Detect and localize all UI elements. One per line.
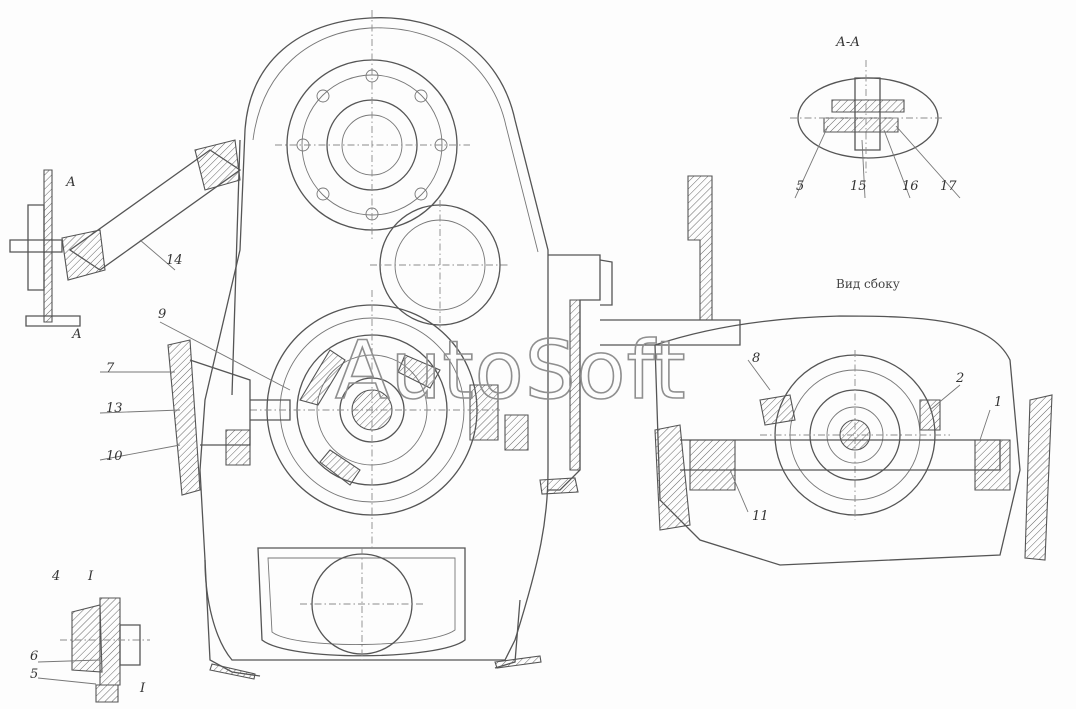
upper-gear — [275, 10, 470, 240]
callout-10: 10 — [106, 449, 123, 464]
callout-15: 15 — [850, 179, 867, 194]
leader-lines — [99, 239, 991, 513]
callout-13: 13 — [106, 401, 123, 416]
section-mark-a-top: А — [65, 175, 76, 190]
callout-9: 9 — [158, 307, 166, 322]
callout-5-section: 5 — [796, 179, 804, 194]
detail-i-mark: I — [87, 569, 94, 584]
detail-i-mark-bottom: I — [139, 681, 146, 696]
section-a-a — [790, 60, 961, 199]
callout-1: 1 — [994, 395, 1002, 410]
right-lever — [539, 175, 741, 495]
callout-2: 2 — [955, 371, 964, 386]
lower-clutch-assembly — [250, 290, 529, 548]
left-lever-rod — [9, 139, 242, 396]
detail-i — [37, 597, 150, 703]
left-bracket — [167, 339, 291, 496]
callout-4: 4 — [51, 569, 60, 584]
main-housing — [199, 17, 549, 680]
middle-gear — [370, 200, 510, 330]
callout-5-detail: 5 — [30, 667, 38, 682]
callout-6: 6 — [30, 649, 38, 664]
side-view-title: Вид сбоку — [836, 277, 900, 291]
section-a-a-title: А-А — [835, 35, 860, 50]
watermark: AutoSoft — [335, 324, 687, 417]
callout-labels: А-А Вид сбоку А А 7 9 13 10 14 5 15 16 1… — [30, 35, 1002, 696]
callout-16: 16 — [902, 179, 919, 194]
callout-7: 7 — [106, 361, 115, 376]
callout-14: 14 — [166, 253, 183, 268]
callout-8: 8 — [752, 351, 760, 366]
callout-11: 11 — [752, 509, 769, 524]
callout-17: 17 — [940, 179, 957, 194]
side-view — [654, 315, 1053, 566]
section-mark-a-bottom: А — [71, 327, 82, 342]
